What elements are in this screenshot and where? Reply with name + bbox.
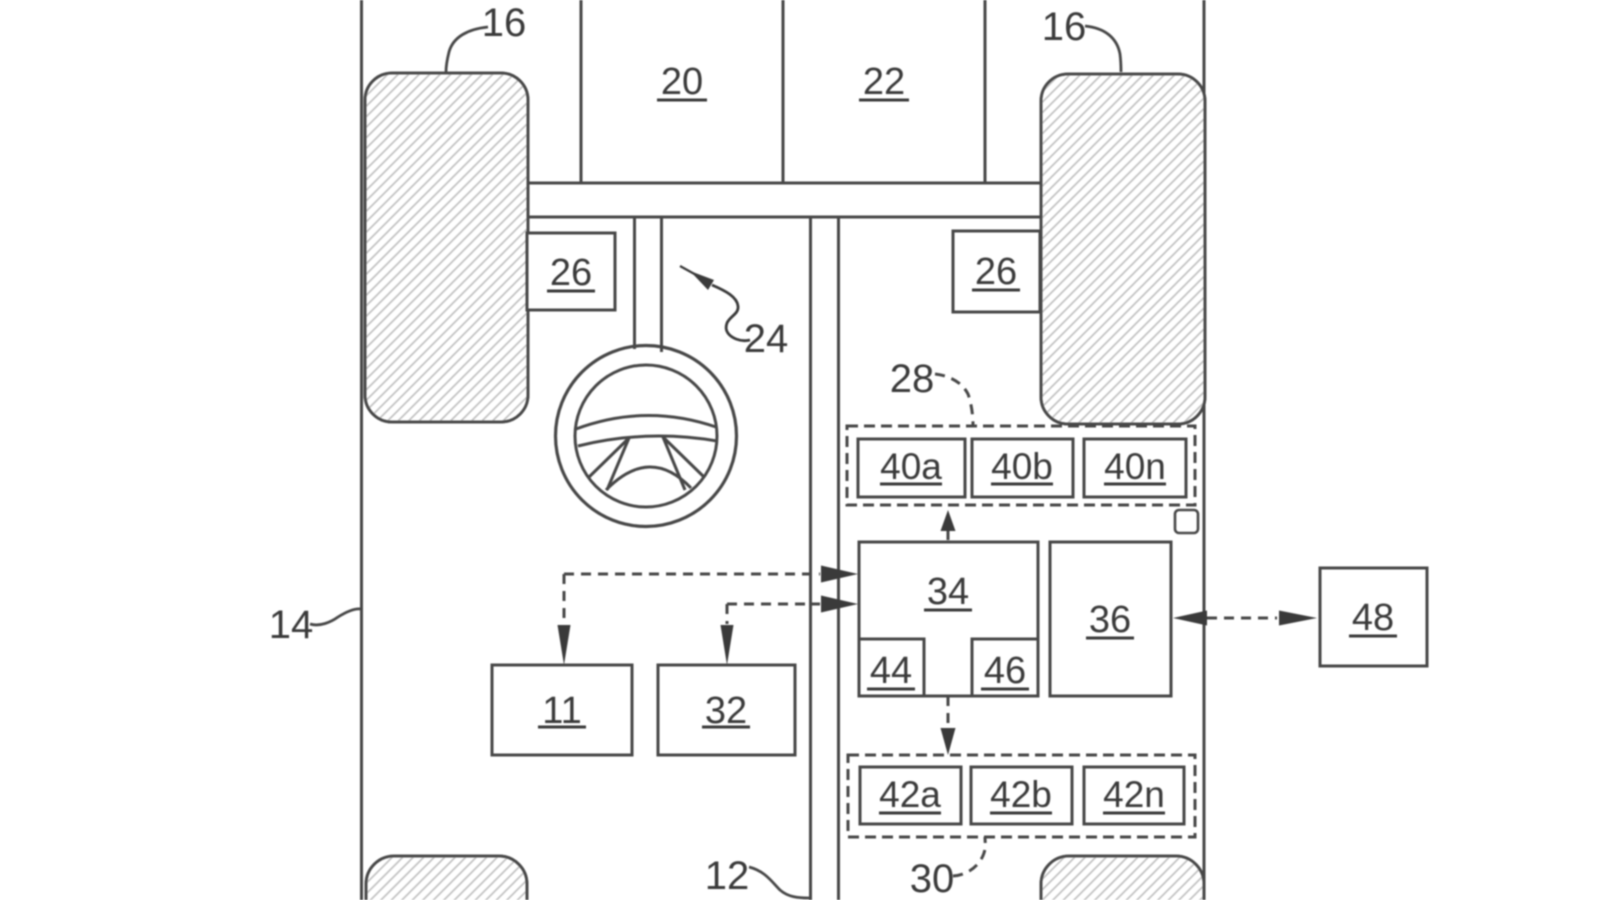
svg-text:42b: 42b [990,774,1052,815]
svg-text:48: 48 [1352,597,1394,639]
svg-text:22: 22 [863,61,905,103]
svg-text:24: 24 [744,317,789,361]
svg-text:16: 16 [482,1,527,45]
svg-text:44: 44 [870,650,912,692]
svg-text:26: 26 [550,252,592,294]
svg-text:20: 20 [661,61,703,103]
svg-text:40a: 40a [880,446,942,487]
svg-text:30: 30 [910,857,955,900]
svg-text:12: 12 [705,854,750,898]
svg-text:42n: 42n [1103,774,1165,815]
svg-text:11: 11 [542,690,581,732]
svg-text:28: 28 [890,357,935,401]
svg-text:42a: 42a [879,774,941,815]
svg-text:40b: 40b [991,446,1053,487]
svg-text:40n: 40n [1104,446,1166,487]
svg-text:36: 36 [1089,599,1131,641]
svg-text:16: 16 [1042,5,1087,49]
svg-text:32: 32 [705,690,747,732]
svg-text:26: 26 [975,251,1017,293]
svg-text:14: 14 [269,603,314,647]
svg-text:46: 46 [984,650,1026,692]
svg-text:34: 34 [927,571,969,613]
